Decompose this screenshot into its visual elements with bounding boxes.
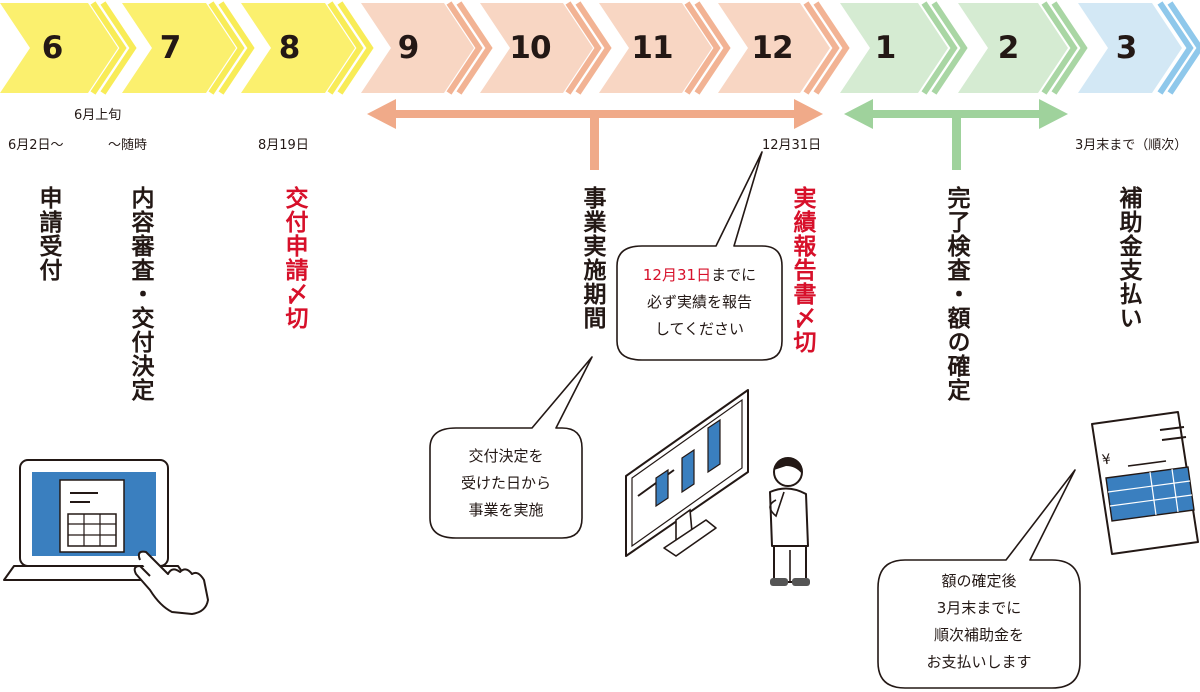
date-june-2: 6月2日～ [8,138,64,153]
month-label-jul: 7 [159,30,182,66]
payment-bubble-line3: 順次補助金を [933,626,1024,644]
laptop-icon [3,459,209,615]
implementation-bubble [429,356,593,539]
month-band-feb [958,3,1068,93]
report-bubble-date: 12月31日 [642,266,712,284]
payment-bubble-text: 額の確定後 3月末までに 順次補助金を お支払いします [878,568,1080,676]
implementation-period-arrow [367,99,823,170]
month-band-jul [122,3,236,93]
step-application-deadline: 交付申請〆切 [281,186,307,330]
date-anytime: ～随時 [108,138,148,153]
month-label-sep: 9 [397,30,420,66]
payment-bubble [877,469,1081,689]
step-inspection: 完了検査・額の確定 [943,186,969,402]
payment-bubble-line1: 額の確定後 [941,572,1017,590]
step-report-deadline: 実績報告書〆切 [789,186,815,354]
month-band-nov [599,3,712,93]
report-bubble-line1: までに [711,266,757,284]
date-aug-19: 8月19日 [258,138,309,153]
month-band-jan [840,3,948,93]
month-label-feb: 2 [997,30,1020,66]
implementation-bubble-line3: 事業を実施 [468,501,544,519]
implementation-bubble-text: 交付決定を 受けた日から 事業を実施 [430,443,582,524]
yen-icon: ¥ [1100,451,1112,469]
step-payment: 補助金支払い [1115,186,1141,330]
report-bubble-text: 12月31日までに 必ず実績を報告 してください [617,262,782,343]
step-application-received: 申請受付 [35,186,61,282]
month-band [0,1,1200,95]
payment-bubble-line2: 3月末までに [936,599,1022,617]
report-bubble-line3: してください [654,320,745,338]
date-dec-31: 12月31日 [762,138,822,153]
step-implementation-period: 事業実施期間 [579,186,605,330]
date-end-of-march: 3月末まで（順次） [1075,138,1188,153]
payment-bubble-line4: お支払いします [926,653,1032,671]
invoice-icon [1091,411,1199,555]
month-label-mar: 3 [1115,30,1138,66]
month-band-mar [1078,3,1182,93]
month-band-aug [241,3,355,93]
month-label-aug: 8 [278,30,301,66]
report-bubble [616,151,783,361]
inspection-period-arrow [844,99,1068,170]
monitor-person-icon [625,389,810,586]
implementation-bubble-line2: 受けた日から [460,474,551,492]
report-bubble-line2: 必ず実績を報告 [646,293,752,311]
date-early-june: 6月上旬 [74,108,122,123]
month-label-oct: 10 [509,30,551,66]
month-label-dec: 12 [751,30,793,66]
month-band-jun [0,3,118,93]
month-band-oct [480,3,593,93]
step-review-decision: 内容審査・交付決定 [127,186,153,402]
implementation-bubble-line1: 交付決定を [468,447,544,465]
month-label-nov: 11 [631,30,673,66]
month-band-dec [718,3,830,93]
month-label-jan: 1 [874,30,897,66]
month-band-sep [361,3,474,93]
month-label-jun: 6 [41,30,64,66]
